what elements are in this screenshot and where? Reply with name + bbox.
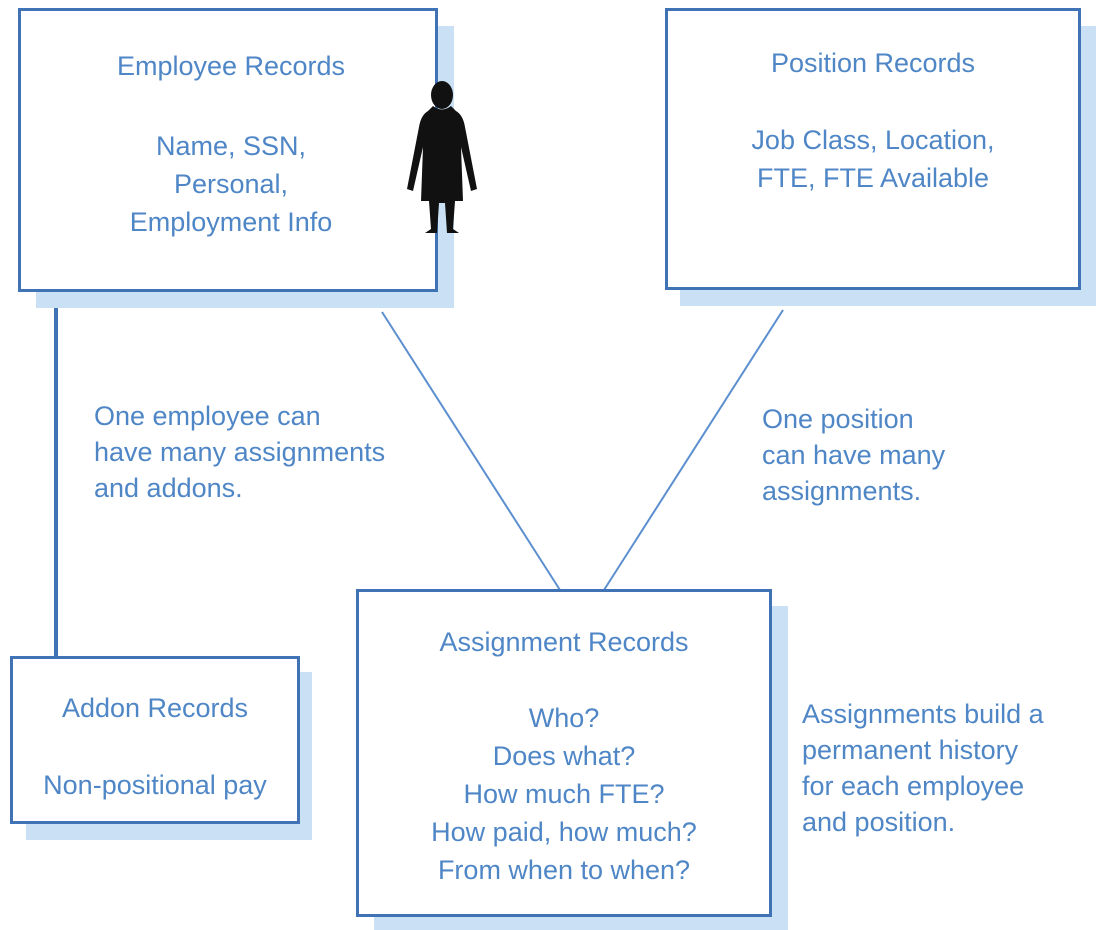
addon-records-box: Addon Records Non-positional pay <box>10 656 300 824</box>
assignment-records-box: Assignment Records Who? Does what? How m… <box>356 589 772 917</box>
note-line: have many assignments <box>94 437 386 467</box>
employee-relationship-note: One employee can have many assignments a… <box>94 398 385 506</box>
note-line: and addons. <box>94 473 243 503</box>
assignment-detail-line: Does what? <box>492 741 636 771</box>
employee-records-details: Name, SSN, Personal, Employment Info <box>61 127 401 241</box>
assignment-detail-line: How paid, how much? <box>431 817 697 847</box>
employee-to-assignment-connector <box>381 311 561 591</box>
position-detail-line: Job Class, Location, <box>751 125 995 155</box>
note-line: for each employee <box>802 771 1025 801</box>
employee-detail-line: Personal, <box>173 169 289 199</box>
note-line: can have many <box>762 440 946 470</box>
position-records-details: Job Class, Location, FTE, FTE Available <box>668 121 1078 197</box>
note-line: and position. <box>802 807 956 837</box>
assignment-records-details: Who? Does what? How much FTE? How paid, … <box>359 699 769 889</box>
note-line: One employee can <box>94 401 321 431</box>
employee-detail-line: Employment Info <box>129 207 333 237</box>
employee-records-title: Employee Records <box>116 51 346 81</box>
position-records-box: Position Records Job Class, Location, FT… <box>665 8 1081 290</box>
assignment-detail-line: From when to when? <box>437 855 691 885</box>
addon-records-title: Addon Records <box>61 693 249 723</box>
addon-detail-line: Non-positional pay <box>43 770 267 800</box>
history-note: Assignments build a permanent history fo… <box>802 696 1044 840</box>
position-to-assignment-connector <box>603 309 784 591</box>
note-line: assignments. <box>762 476 922 506</box>
employee-detail-line: Name, SSN, <box>155 131 307 161</box>
note-line: Assignments build a <box>802 699 1044 729</box>
employee-records-box: Employee Records Name, SSN, Personal, Em… <box>18 8 477 292</box>
assignment-detail-line: How much FTE? <box>463 779 665 809</box>
assignment-records-title: Assignment Records <box>439 627 689 657</box>
assignment-detail-line: Who? <box>528 703 600 733</box>
note-line: One position <box>762 404 914 434</box>
person-silhouette-icon <box>407 81 477 233</box>
position-records-title: Position Records <box>770 48 976 78</box>
position-detail-line: FTE, FTE Available <box>756 163 990 193</box>
note-line: permanent history <box>802 735 1019 765</box>
position-relationship-note: One position can have many assignments. <box>762 401 945 509</box>
